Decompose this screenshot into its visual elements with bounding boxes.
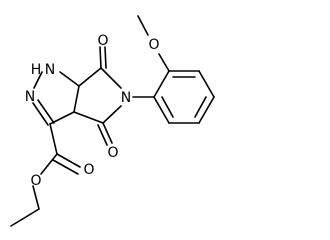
atom-label-o-methoxy: O [148, 37, 159, 53]
atom-label-o-top: O [97, 33, 108, 49]
bond-cester-o-ether [40, 153, 58, 175]
bond-c6-o-double [104, 46, 107, 69]
bond-c3a-c6a [73, 85, 80, 113]
bond-c4-o [102, 122, 113, 144]
bond-c6-o [99, 46, 102, 69]
atom-labels: H N N N O O O O O [25, 33, 160, 189]
bond-n-c3-double [37, 99, 55, 124]
bond-c4-c3a [73, 111, 104, 124]
bond-ar-o [158, 53, 170, 72]
atom-label-o-ester-carbonyl: O [83, 162, 94, 178]
atom-label-o-ester-ether: O [30, 173, 41, 189]
bond-ar-3-4 [198, 70, 215, 98]
bond-ar-6-1 [153, 96, 170, 124]
bond-ch2-ch3 [10, 208, 40, 227]
atom-label-n-imide: N [121, 90, 131, 106]
bond-nh-n [33, 71, 43, 89]
bond-ar-inner-c [161, 96, 174, 118]
bond-c6a-nh [59, 71, 80, 87]
bond-o-ch2 [32, 185, 40, 210]
bond-c4-o-double [97, 124, 108, 146]
bond-ar-4-5 [198, 96, 215, 124]
bond-cester-o-carbonyl-double [52, 159, 79, 175]
atom-label-n2: N [25, 89, 35, 105]
bond-c6-n [100, 67, 122, 89]
bond-cester-o-carbonyl [56, 153, 81, 168]
bond-c3-cester [49, 123, 58, 155]
bond-n-c3 [32, 102, 49, 126]
atom-label-nh-h: H [31, 62, 42, 78]
bond-set [10, 15, 215, 227]
bond-o-ch3 [137, 15, 149, 36]
bond-ar-inner-b [194, 96, 207, 118]
atom-label-o-bottom: O [107, 145, 118, 161]
bond-c3-c3a [49, 111, 75, 125]
bond-ar-1-2 [153, 70, 170, 98]
atom-label-nh-n: N [45, 62, 55, 78]
bond-c6a-c6 [78, 67, 102, 87]
bond-n-c4 [102, 105, 122, 124]
